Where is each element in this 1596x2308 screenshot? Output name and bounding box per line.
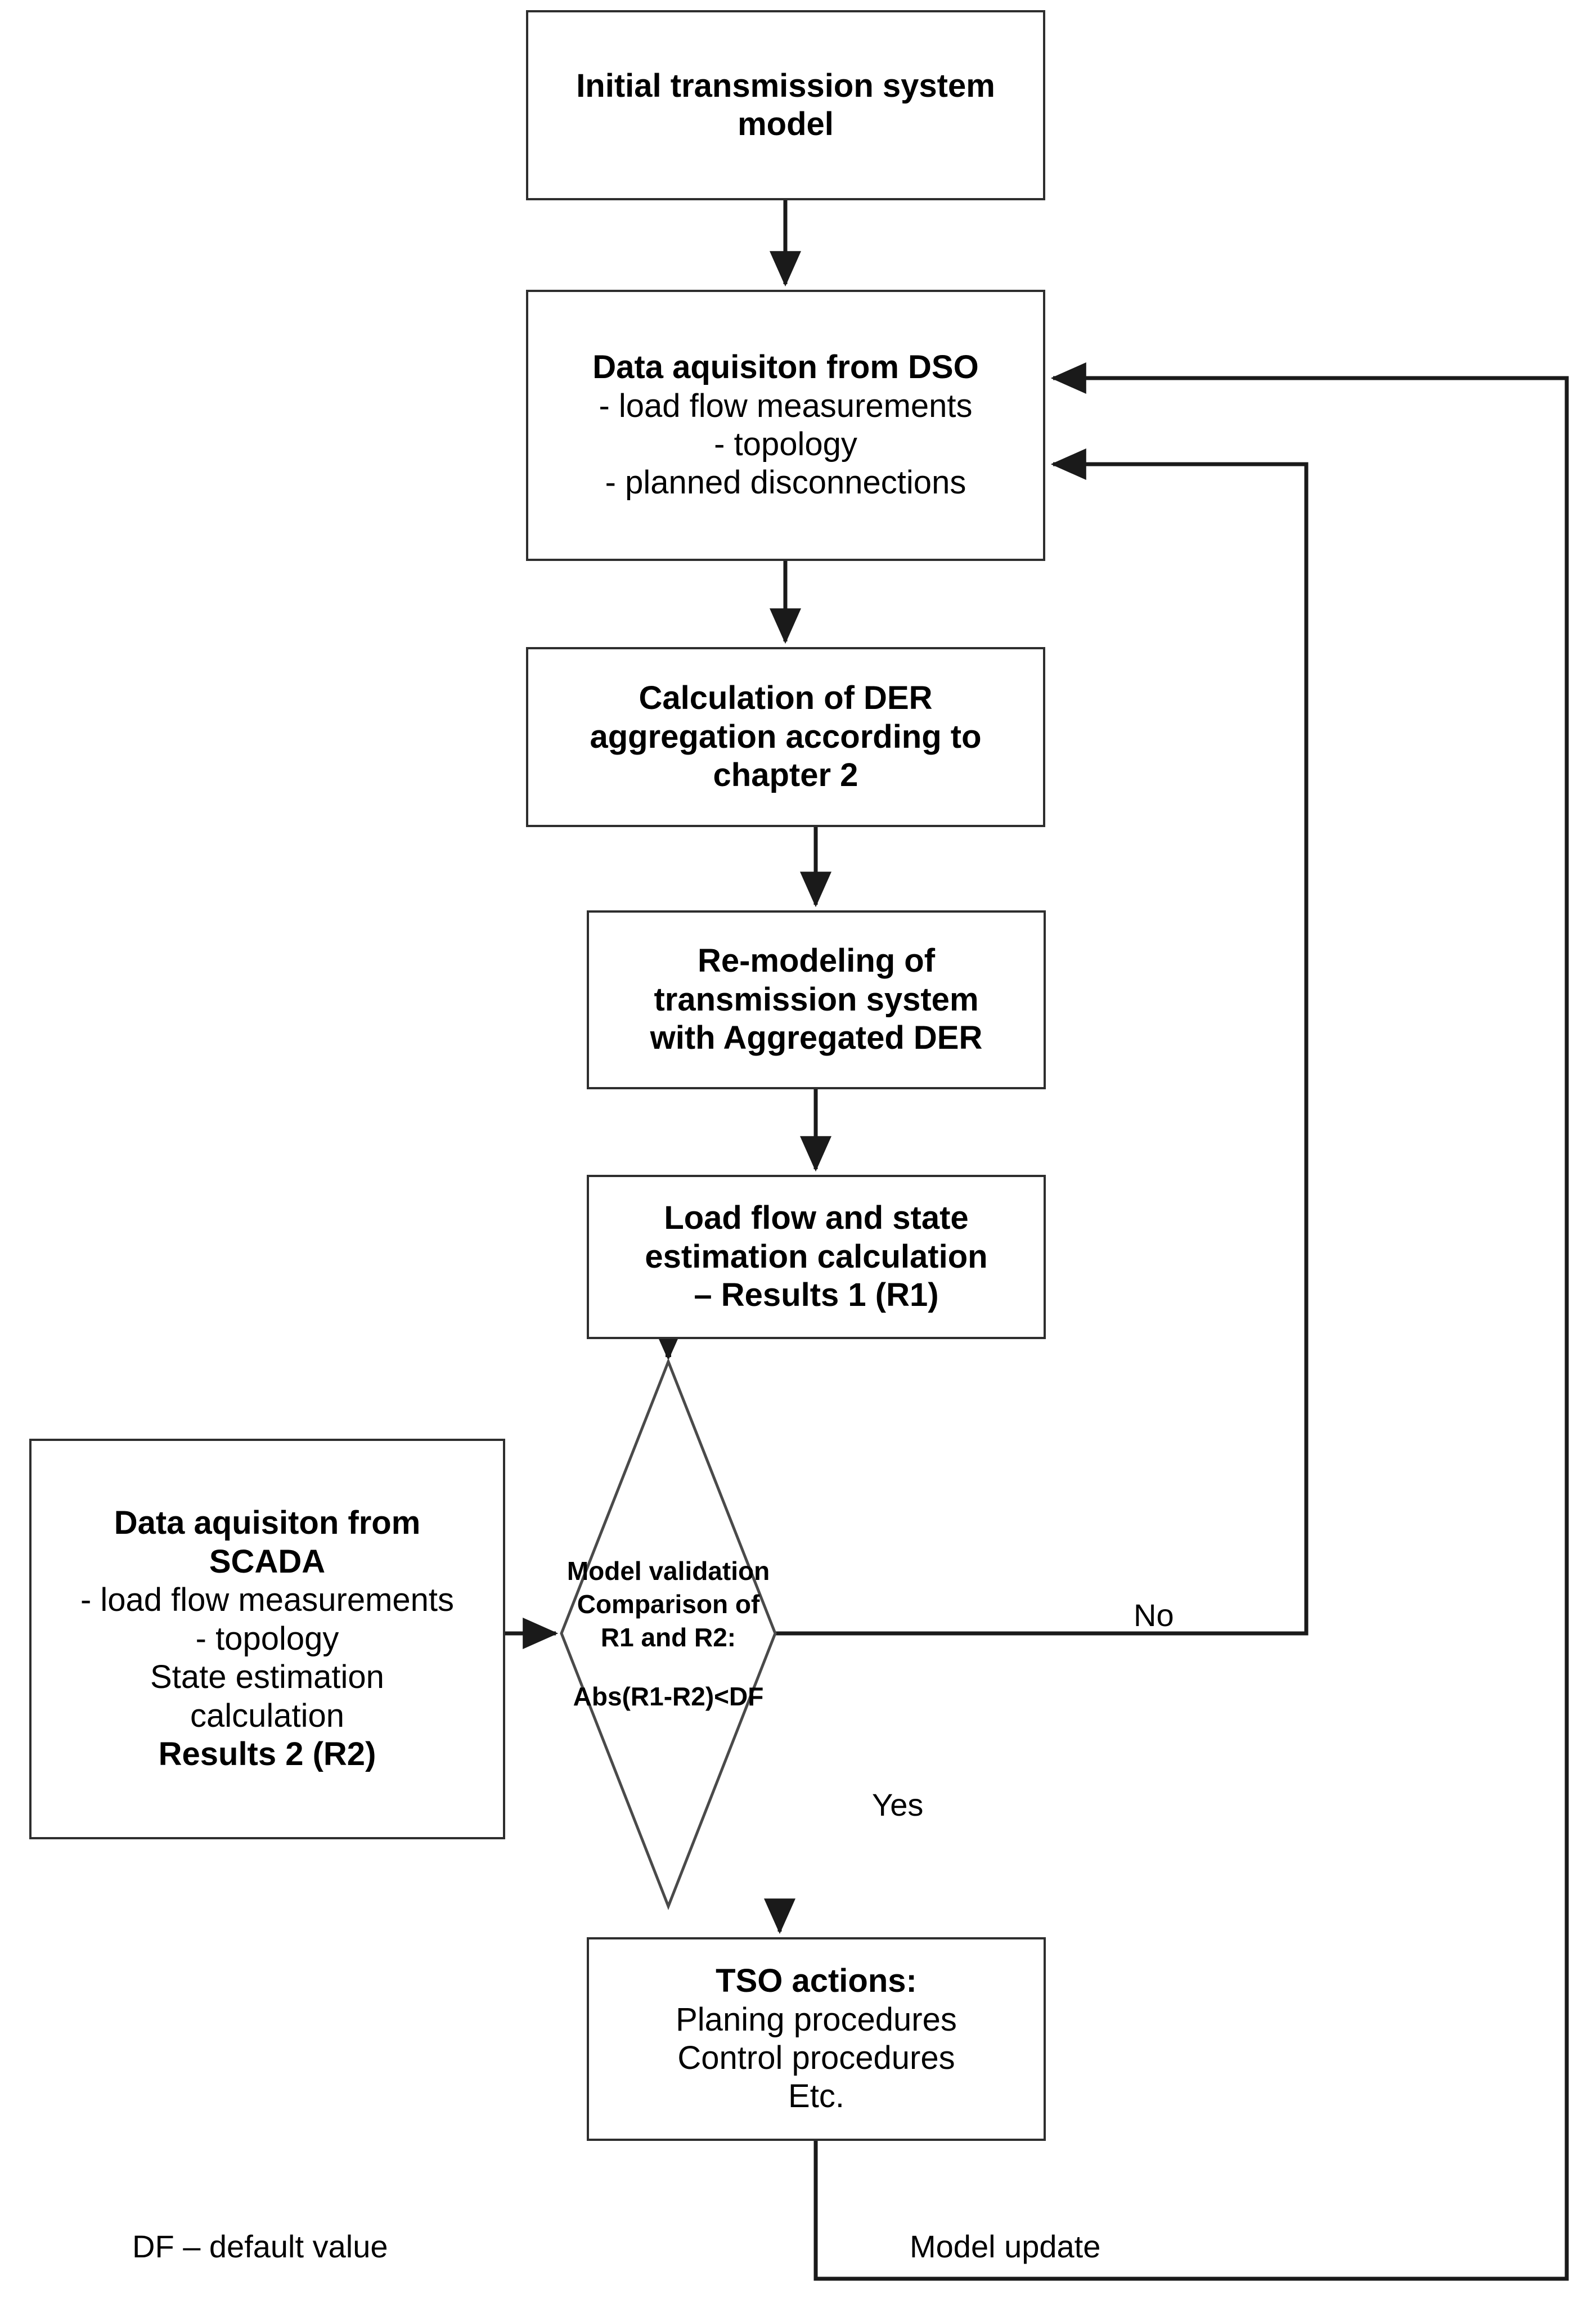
node-line: aggregation according to (590, 718, 982, 755)
node-tso-actions[interactable]: TSO actions: Planing procedures Control … (587, 1937, 1046, 2141)
node-line: R1 and R2: (600, 1623, 736, 1652)
node-line: calculation (190, 1697, 345, 1734)
node-line: Etc. (788, 2078, 844, 2115)
node-line: - load flow measurements (599, 387, 973, 424)
node-re-modeling-of-transmission-system[interactable]: Re-modeling of transmission system with … (587, 910, 1046, 1089)
node-line: Results 2 (R2) (158, 1736, 376, 1773)
edge-label-no: No (1134, 1597, 1174, 1633)
node-line: - load flow measurements (80, 1582, 455, 1619)
node-line: Abs(R1-R2)<DF (573, 1681, 764, 1711)
node-title: Data aquisiton from (114, 1505, 421, 1542)
node-title: TSO actions: (716, 1963, 917, 2000)
node-line: – Results 1 (R1) (694, 1277, 939, 1314)
node-calculation-of-der-aggregation[interactable]: Calculation of DER aggregation according… (526, 647, 1045, 827)
node-line: Control procedures (677, 2040, 955, 2076)
node-initial-transmission-system-model[interactable]: Initial transmission system model (526, 10, 1045, 200)
node-line: - topology (714, 426, 857, 463)
node-line: - planned disconnections (605, 464, 966, 501)
node-line: Calculation of DER (639, 680, 933, 717)
node-line: Comparison of (577, 1589, 760, 1619)
node-line: - topology (195, 1620, 339, 1657)
node-load-flow-and-state-estimation-results-1[interactable]: Load flow and state estimation calculati… (587, 1175, 1046, 1339)
node-line: Model validation (567, 1556, 770, 1586)
node-title: Data aquisiton from DSO (592, 349, 979, 386)
decision-label: Model validation Comparison of R1 and R2… (561, 1362, 775, 1906)
node-title: SCADA (209, 1543, 326, 1580)
node-line: chapter 2 (713, 757, 858, 794)
decision-spacer (567, 1654, 770, 1680)
node-data-aquisiton-from-scada[interactable]: Data aquisiton from SCADA - load flow me… (29, 1439, 505, 1839)
node-line: State estimation (150, 1659, 384, 1696)
node-line: model (738, 106, 834, 142)
node-line: Load flow and state (664, 1200, 969, 1237)
node-data-aquisiton-from-dso[interactable]: Data aquisiton from DSO - load flow meas… (526, 290, 1045, 561)
node-line: Planing procedures (676, 2001, 957, 2038)
edge-label-yes: Yes (872, 1787, 924, 1822)
node-line: with Aggregated DER (650, 1020, 983, 1057)
node-line: estimation calculation (645, 1238, 988, 1275)
node-line: Initial transmission system (576, 67, 995, 104)
legend-df-default-value: DF – default value (132, 2229, 388, 2264)
node-line: Re-modeling of (697, 942, 936, 980)
node-line: transmission system (654, 981, 979, 1018)
node-decision-model-validation[interactable]: Model validation Comparison of R1 and R2… (561, 1362, 775, 1906)
edge-label-model-update: Model update (910, 2229, 1101, 2264)
